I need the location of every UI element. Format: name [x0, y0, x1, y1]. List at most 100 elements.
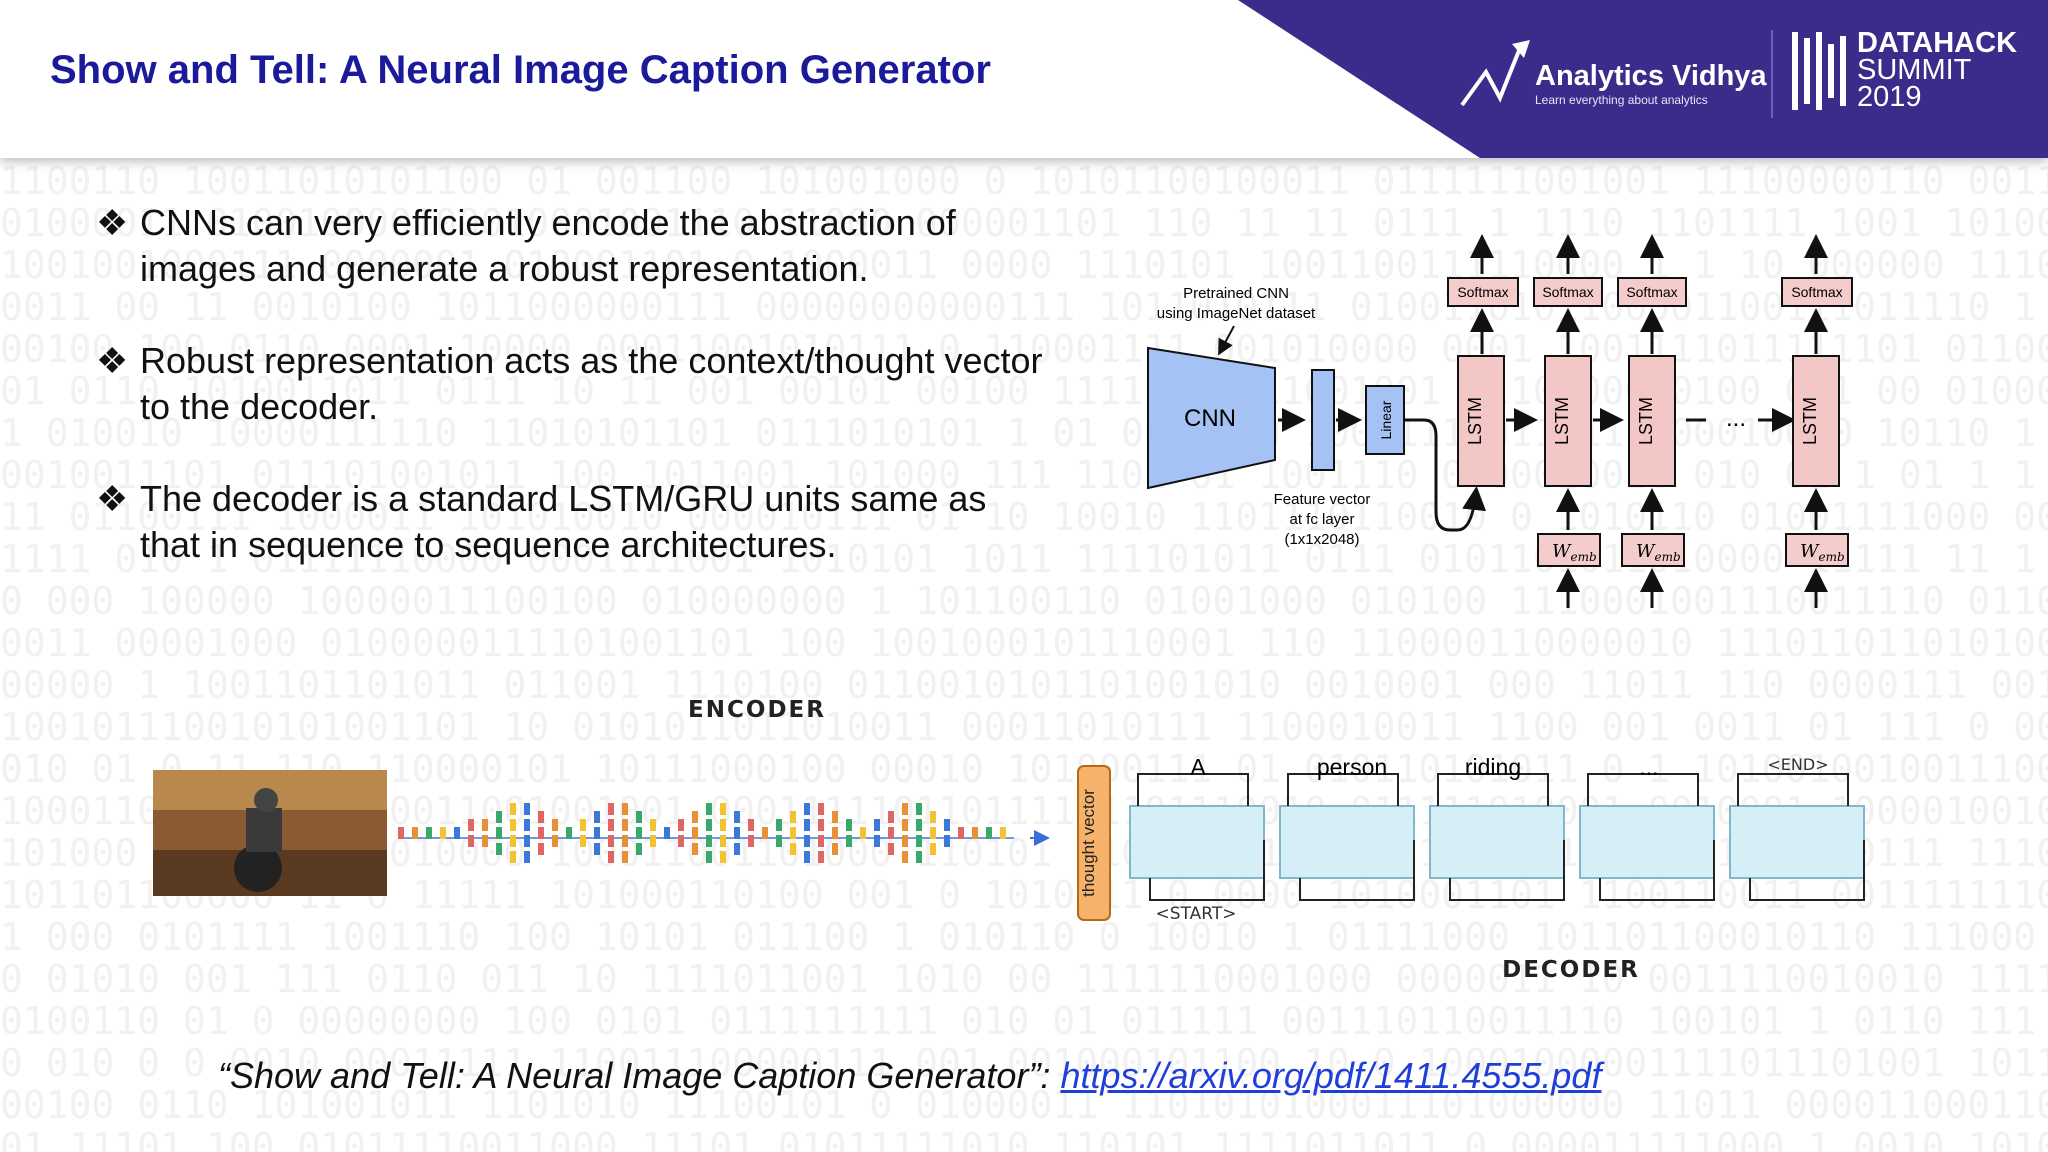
encoder-layer-block	[720, 803, 726, 815]
encoder-layer-block	[790, 827, 796, 839]
slide-header: Show and Tell: A Neural Image Caption Ge…	[0, 0, 2048, 158]
encoder-layer-block	[594, 843, 600, 855]
encoder-layer-block	[552, 835, 558, 847]
encoder-layer-block	[888, 811, 894, 823]
binary-row: 0100110 01 0 00000000 100 0101 011111111…	[0, 1000, 2048, 1042]
encoder-network	[398, 803, 1014, 863]
cnn-block	[1147, 346, 1276, 490]
encoder-layer-block	[916, 803, 922, 815]
encoder-layer-block	[398, 827, 404, 839]
encoder-layer-block	[818, 851, 824, 863]
encoder-layer-block	[608, 835, 614, 847]
lstm-unit: Softmax LSTM Wemb	[1533, 234, 1603, 608]
decoder-cells	[1129, 773, 1865, 901]
decoder-feedback-path	[1449, 840, 1565, 901]
encoder-layer-block	[692, 811, 698, 823]
wemb-block	[1785, 533, 1849, 567]
wemb-label: Wemb	[1800, 541, 1845, 564]
decoder-cell	[1129, 805, 1265, 879]
encoder-layer-block	[622, 835, 628, 847]
encoder-decoder-diagram: ENCODER thought vector <START> <END> A p…	[153, 697, 1865, 983]
pretrained-pointer-arrow	[1218, 325, 1235, 356]
encoder-layer-block	[846, 835, 852, 847]
encoder-layer-block	[972, 827, 978, 839]
lstm-label: LSTM	[1465, 397, 1485, 445]
analytics-logo-arrow	[1512, 40, 1530, 58]
encoder-layer-block	[524, 803, 530, 815]
encoder-layer-block	[622, 851, 628, 863]
bullet-item: ❖ The decoder is a standard LSTM/GRU uni…	[96, 476, 1056, 568]
cnn-lstm-architecture-diagram: Pretrained CNN using ImageNet dataset CN…	[1147, 234, 1853, 608]
binary-row: 0011 00001000 0100000111101001101 100 10…	[0, 622, 2048, 664]
encoder-layer-block	[706, 803, 712, 815]
wemb-label: Wemb	[1552, 541, 1597, 564]
summit-word: SUMMIT	[1857, 54, 1972, 86]
bullet-item: ❖ Robust representation acts as the cont…	[96, 338, 1056, 430]
encoder-layer-block	[734, 811, 740, 823]
encoder-layer-block	[832, 843, 838, 855]
encoder-layer-block	[482, 835, 488, 847]
encoder-layer-block	[916, 819, 922, 831]
cnn-label: CNN	[1184, 405, 1236, 432]
decoder-output-path	[1437, 773, 1549, 806]
encoder-layer-block	[902, 851, 908, 863]
bullet-item: ❖ CNNs can very efficiently encode the a…	[96, 200, 1056, 292]
encoder-layer-block	[538, 827, 544, 839]
binary-row: 01 11101 100 01011110011000 11101 010111…	[0, 1126, 2048, 1152]
decoder-output-path	[1587, 773, 1699, 806]
feature-vector-label: Feature vector	[1274, 491, 1371, 508]
encoder-layer-block	[650, 819, 656, 831]
encoder-layer-block	[524, 851, 530, 863]
decoder-output-path	[1287, 773, 1399, 806]
encoder-layer-block	[916, 851, 922, 863]
feature-vector-label-line2: at fc layer	[1289, 511, 1354, 528]
encoder-layer-block	[664, 827, 670, 839]
bullet-text: Robust representation acts as the contex…	[140, 340, 1043, 427]
encoder-layer-block	[734, 827, 740, 839]
encoder-layer-block	[944, 819, 950, 831]
slide-title: Show and Tell: A Neural Image Caption Ge…	[50, 48, 991, 92]
encoder-layer-block	[580, 835, 586, 847]
pretrained-cnn-label: Pretrained CNN	[1183, 285, 1289, 302]
encoder-layer-block	[916, 835, 922, 847]
thought-vector-block	[1077, 765, 1111, 921]
encoder-layer-block	[678, 819, 684, 831]
citation-link[interactable]: https://arxiv.org/pdf/1411.4555.pdf	[1060, 1055, 1602, 1096]
lstm-block	[1628, 355, 1676, 487]
softmax-block	[1447, 277, 1519, 307]
encoder-layer-block	[636, 827, 642, 839]
encoder-layer-block	[832, 827, 838, 839]
diamond-bullet-icon: ❖	[96, 478, 129, 519]
encoder-layer-block	[874, 835, 880, 847]
encoder-layer-block	[636, 811, 642, 823]
citation: “Show and Tell: A Neural Image Caption G…	[218, 1055, 1601, 1097]
encoder-layer-block	[930, 811, 936, 823]
lstm-label: LSTM	[1636, 397, 1656, 445]
lstm-block	[1457, 355, 1505, 487]
lstm-unit: Softmax LSTM Wemb	[1781, 234, 1853, 608]
encoder-layer-block	[412, 827, 418, 839]
encoder-layer-block	[720, 819, 726, 831]
encoder-layer-block	[902, 819, 908, 831]
encoder-layer-block	[776, 835, 782, 847]
pretrained-cnn-sublabel: using ImageNet dataset	[1157, 305, 1316, 322]
wemb-block	[1621, 533, 1685, 567]
encoder-layer-block	[804, 803, 810, 815]
decoder-cell	[1279, 805, 1415, 879]
encoder-layer-block	[468, 819, 474, 831]
encoder-layer-block	[496, 827, 502, 839]
encoder-layer-block	[552, 819, 558, 831]
encoder-layer-block	[426, 827, 432, 839]
encoder-layer-block	[510, 835, 516, 847]
encoder-layer-block	[580, 819, 586, 831]
encoder-layer-block	[1000, 827, 1006, 839]
input-photo-motorcycle	[153, 770, 387, 896]
softmax-block	[1617, 277, 1687, 307]
analytics-vidhya-tagline: Learn everything about analytics	[1535, 93, 1708, 107]
encoder-layer-block	[482, 819, 488, 831]
encoder-layer-block	[748, 819, 754, 831]
decoder-label: DECODER	[1502, 957, 1640, 983]
binary-row: 1100110 10011010101100 01 001100 1010010…	[0, 160, 2048, 202]
encoder-layer-block	[454, 827, 460, 839]
encoder-layer-block	[986, 827, 992, 839]
